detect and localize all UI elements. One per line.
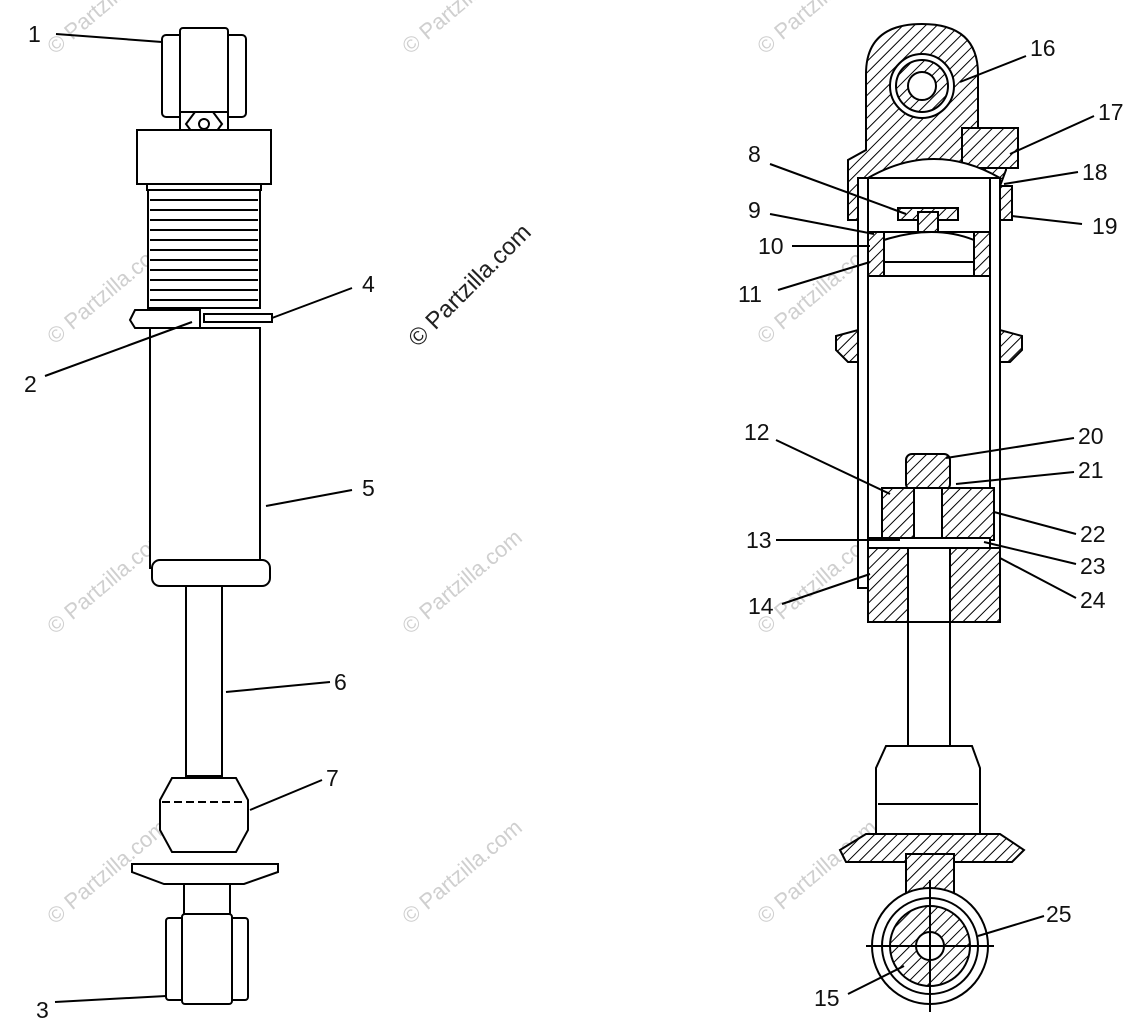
lower-stem [183, 883, 231, 917]
callout-20: 20 [1078, 423, 1104, 449]
callout-17: 17 [1098, 99, 1124, 125]
watermark-faint: © Partzilla.com [752, 814, 882, 928]
bump-stop [159, 777, 249, 853]
callout-11: 11 [738, 281, 762, 307]
piston-seal-right [973, 231, 991, 277]
shock-exterior-view [128, 27, 279, 1005]
section-shaft [907, 621, 951, 747]
callout-18: 18 [1082, 159, 1108, 185]
leader-lines [44, 33, 1095, 1003]
piston-seal-left [867, 231, 885, 277]
callout-21: 21 [1078, 457, 1104, 483]
section-bump-stop [875, 745, 981, 837]
watermark-faint: © Partzilla.com [42, 0, 172, 59]
callout-24: 24 [1080, 587, 1106, 613]
callout-19: 19 [1092, 213, 1118, 239]
callout-3: 3 [36, 997, 49, 1023]
retainer-clip [128, 309, 201, 329]
callout-labels: 1 2 3 4 5 6 7 8 9 10 11 12 13 14 15 16 1… [24, 21, 1124, 1023]
top-bushing-bore [907, 71, 937, 101]
piston-rod-top [913, 487, 943, 541]
callout-13: 13 [746, 527, 772, 553]
top-bolt-center [198, 118, 210, 130]
callout-1: 1 [28, 21, 41, 47]
thread-lines [150, 199, 258, 301]
callout-16: 16 [1030, 35, 1056, 61]
piston-nut [905, 453, 951, 491]
lower-spring-seat [131, 863, 279, 885]
shock-cross-section-view [835, 22, 1026, 1012]
callout-9: 9 [748, 197, 761, 223]
callout-12: 12 [744, 419, 770, 445]
callout-2: 2 [24, 371, 37, 397]
callout-5: 5 [362, 475, 375, 501]
callout-14: 14 [748, 593, 774, 619]
callout-23: 23 [1080, 553, 1106, 579]
section-lower-seat [838, 833, 1026, 863]
valve-fitting [961, 127, 1019, 169]
body-bottom-cap [151, 559, 271, 587]
shock-shaft [185, 585, 223, 777]
cap-dome [864, 158, 1004, 179]
callout-25: 25 [1046, 901, 1072, 927]
watermark-faint: © Partzilla.com [397, 524, 527, 638]
watermark-main: © Partzilla.com [403, 219, 536, 352]
callout-7: 7 [326, 765, 339, 791]
watermark-faint: © Partzilla.com [752, 0, 882, 59]
callout-22: 22 [1080, 521, 1106, 547]
bottom-eyelet-center [181, 913, 233, 1005]
watermark-faint: © Partzilla.com [397, 814, 527, 928]
callout-6: 6 [334, 669, 347, 695]
callout-8: 8 [748, 141, 761, 167]
seal-head-bore [907, 547, 951, 623]
body-cap [136, 129, 272, 185]
left-mid-flange [835, 328, 859, 363]
shock-body [149, 327, 261, 569]
retainer-ring [203, 313, 273, 323]
watermark-faint: © Partzilla.com [397, 0, 527, 59]
callout-10: 10 [758, 233, 784, 259]
right-mid-flange [999, 328, 1023, 363]
callout-4: 4 [362, 271, 375, 297]
callout-15: 15 [814, 985, 840, 1011]
valve-stem [917, 211, 939, 235]
